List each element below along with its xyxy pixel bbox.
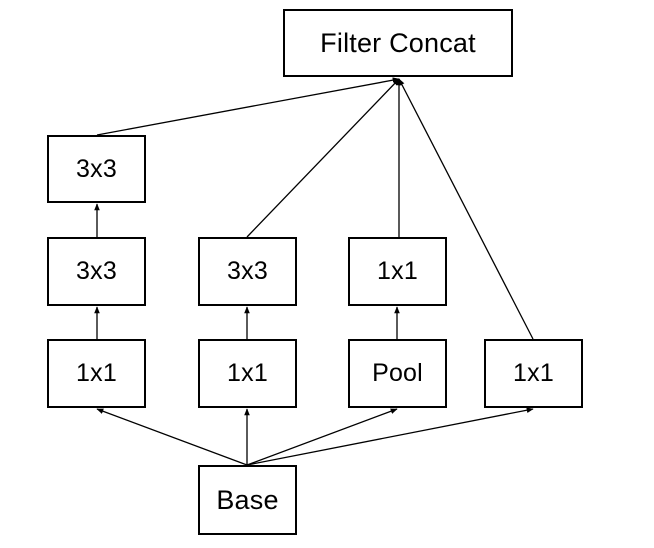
branch1-bottom-node: 1x1: [47, 339, 146, 408]
branch2-bottom-node: 1x1: [198, 339, 297, 408]
branch1-mid-label: 3x3: [76, 257, 117, 285]
base-label: Base: [216, 484, 279, 515]
branch3-top-label: 1x1: [377, 257, 418, 285]
filter-concat-label: Filter Concat: [320, 27, 476, 58]
branch1-mid-node: 3x3: [47, 237, 146, 306]
edge-base-to-branch4-1x1: [246, 407, 534, 466]
base-node: Base: [198, 465, 297, 535]
branch3-top-node: 1x1: [348, 237, 447, 306]
branch2-top-label: 3x3: [227, 257, 268, 285]
branch3-pool-node: Pool: [348, 339, 447, 408]
edge-branch4-to-concat: [398, 78, 534, 340]
edge-branch2-to-concat: [246, 78, 400, 238]
edge-base-to-branch1-1x1: [96, 408, 248, 466]
branch1-bottom-label: 1x1: [76, 359, 117, 387]
branch2-bottom-label: 1x1: [227, 359, 268, 387]
branch1-top-label: 3x3: [76, 154, 117, 183]
filter-concat-node: Filter Concat: [283, 9, 513, 77]
branch1-top-node: 3x3: [47, 135, 146, 203]
branch4-node: 1x1: [484, 339, 583, 408]
edge-branch1-to-concat: [96, 77, 400, 136]
branch4-label: 1x1: [513, 359, 554, 387]
edge-base-to-pool: [246, 408, 398, 466]
branch2-top-node: 3x3: [198, 237, 297, 306]
branch3-pool-label: Pool: [372, 359, 423, 387]
